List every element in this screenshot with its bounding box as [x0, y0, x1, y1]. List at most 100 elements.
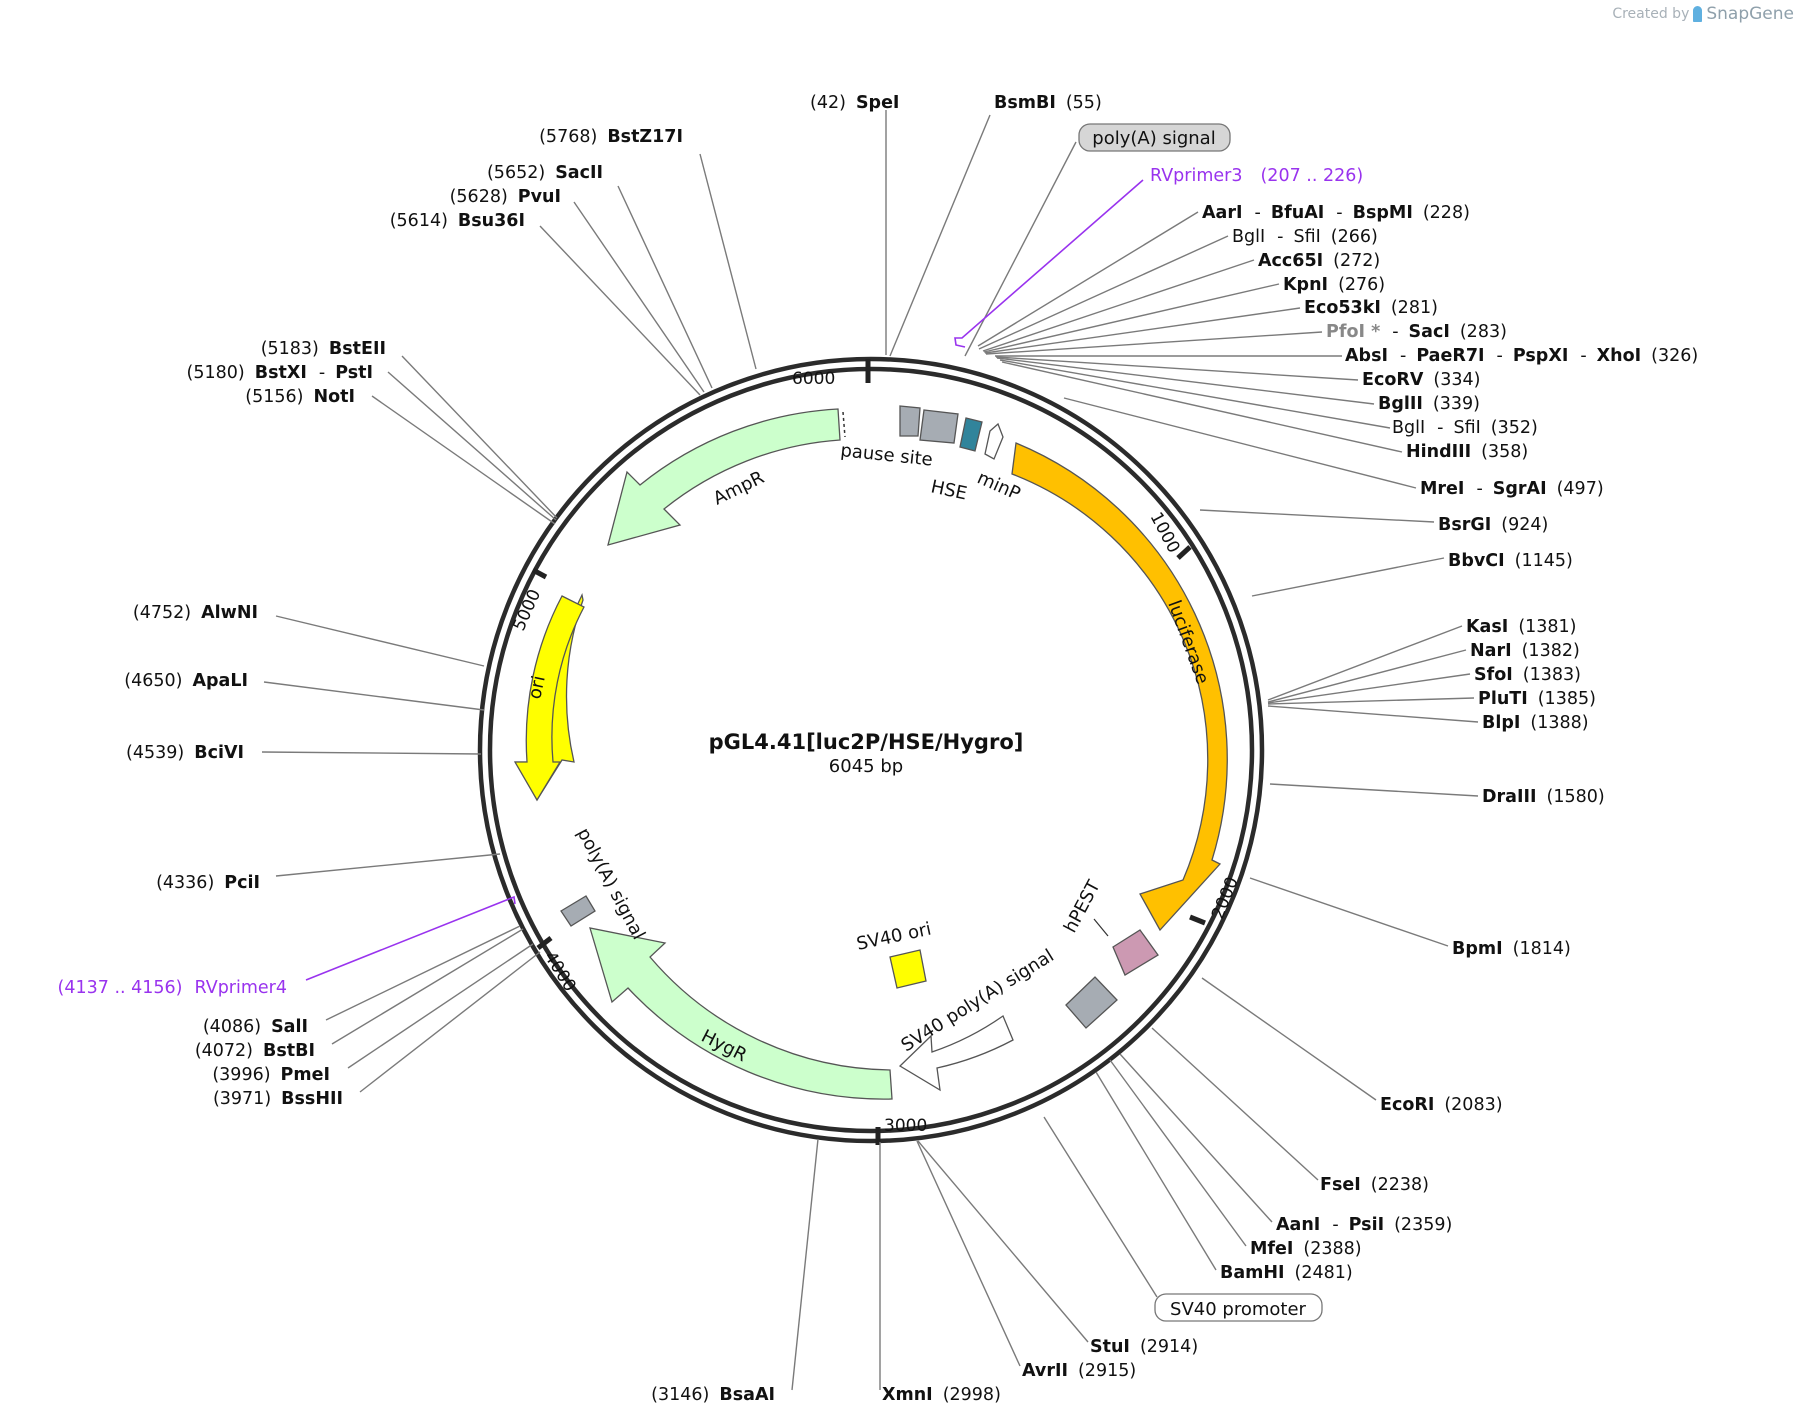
feature-hygr[interactable]: [589, 927, 893, 1100]
feature-minp[interactable]: [984, 422, 1004, 460]
site-ecori-part-1: (2083): [1444, 1095, 1502, 1115]
site-fsei-part-0: FseI: [1320, 1175, 1361, 1195]
site-line-kpni: [983, 283, 1280, 353]
primer-rvprimer3[interactable]: RVprimer3(207 .. 226): [1150, 166, 1363, 186]
site-absi-part-1: -: [1400, 346, 1406, 366]
site-aari-part-3: -: [1336, 203, 1342, 223]
feature-label-ori: ori: [524, 674, 549, 701]
site-acc65i-part-0: Acc65I: [1258, 251, 1323, 271]
site-line-bamhi: [1095, 1071, 1217, 1271]
site-label-sali[interactable]: (4086)SalI: [203, 1017, 308, 1037]
site-label-bsu36i[interactable]: (5614)Bsu36I: [390, 211, 525, 231]
plasmid-title: pGL4.41[luc2P/HSE/Hygro] 6045 bp: [709, 730, 1024, 777]
feature-gray-box-sv40[interactable]: [1065, 976, 1118, 1029]
site-pcii-part-1: PciI: [224, 873, 260, 893]
site-label-bstbi[interactable]: (4072)BstBI: [195, 1041, 315, 1061]
site-bpmi-part-1: (1814): [1513, 939, 1571, 959]
site-label-noti[interactable]: (5156)NotI: [245, 387, 355, 407]
feature-ori-body[interactable]: [513, 595, 585, 802]
site-kasi-part-0: KasI: [1466, 617, 1508, 637]
site-line-blpi: [1267, 705, 1479, 723]
site-line-bstbi: [331, 928, 524, 1045]
site-label-fsei[interactable]: FseI(2238): [1320, 1175, 1429, 1195]
feature-hpest[interactable]: [1112, 929, 1159, 976]
feature-luciferase[interactable]: [1011, 442, 1228, 932]
feature-polya-box[interactable]: [560, 895, 596, 927]
site-line-bstz17i: [699, 153, 757, 370]
site-label-aari[interactable]: AarI-BfuAI-BspMI(228): [1202, 203, 1470, 223]
site-line-avrii: [916, 1140, 1021, 1367]
site-label-absi[interactable]: AbsI-PaeR7I-PspXI-XhoI(326): [1345, 346, 1698, 366]
site-label-pvui[interactable]: (5628)PvuI: [450, 187, 561, 207]
site-line-nari: [1267, 649, 1467, 703]
feature-pause-site-b[interactable]: [919, 409, 959, 444]
site-label-ecori[interactable]: EcoRI(2083): [1380, 1095, 1503, 1115]
site-pmei-part-1: PmeI: [281, 1065, 330, 1085]
site-label-mfei[interactable]: MfeI(2388): [1250, 1239, 1362, 1259]
site-xmni-part-1: (2998): [943, 1385, 1001, 1405]
feature-sv40-ori[interactable]: [889, 949, 927, 989]
site-lines: [261, 110, 1479, 1391]
site-label-nari[interactable]: NarI(1382): [1470, 641, 1580, 661]
site-label-bsmbi[interactable]: BsmBI(55): [994, 93, 1102, 113]
feature-pause-site-a[interactable]: [899, 405, 921, 437]
site-avrii-part-1: (2915): [1078, 1361, 1136, 1381]
site-sfoi-part-0: SfoI: [1474, 665, 1513, 685]
site-bsu36i-part-1: Bsu36I: [458, 211, 525, 231]
backbone: [477, 356, 1265, 1144]
site-label-bstxi[interactable]: (5180)BstXI-PstI: [187, 363, 373, 383]
primer-rvprimer4[interactable]: (4137 .. 4156)RVprimer4: [58, 978, 287, 998]
site-label-kasi[interactable]: KasI(1381): [1466, 617, 1577, 637]
site-label-bsrgi[interactable]: BsrGI(924): [1438, 515, 1548, 535]
primer-rvprimer4-name: RVprimer4: [195, 978, 287, 998]
site-label-spei[interactable]: (42)SpeI: [810, 93, 899, 113]
site-label-stui[interactable]: StuI(2914): [1090, 1337, 1198, 1357]
site-pvui-part-1: PvuI: [518, 187, 561, 207]
site-label-hindiii[interactable]: HindIII(358): [1406, 442, 1528, 462]
site-line-bglii: [996, 357, 1375, 405]
snapgene-logo-icon: [1693, 6, 1703, 22]
site-label-acc65i[interactable]: Acc65I(272): [1258, 251, 1380, 271]
site-label-bpmi[interactable]: BpmI(1814): [1452, 939, 1571, 959]
site-label-pluti[interactable]: PluTI(1385): [1478, 689, 1596, 709]
site-label-apali[interactable]: (4650)ApaLI: [124, 671, 248, 691]
site-pfoi-part-1: -: [1392, 322, 1398, 342]
site-label-blpi[interactable]: BlpI(1388): [1482, 713, 1589, 733]
site-label-bsteii[interactable]: (5183)BstEII: [261, 339, 386, 359]
site-label-kpni[interactable]: KpnI(276): [1283, 275, 1385, 295]
feature-hse[interactable]: [959, 417, 983, 452]
site-blpi-part-1: (1388): [1530, 713, 1588, 733]
site-label-alwni[interactable]: (4752)AlwNI: [133, 603, 258, 623]
site-label-pcii[interactable]: (4336)PciI: [156, 873, 260, 893]
site-label-draiii[interactable]: DraIII(1580): [1482, 787, 1605, 807]
site-ecorv-part-0: EcoRV: [1362, 370, 1424, 390]
site-label-aani[interactable]: AanI-PsiI(2359): [1276, 1215, 1452, 1235]
site-label-sacii[interactable]: (5652)SacII: [487, 163, 603, 183]
site-bgli1-part-3: (266): [1331, 227, 1378, 247]
site-label-bamhi[interactable]: BamHI(2481): [1220, 1263, 1353, 1283]
site-label-pmei[interactable]: (3996)PmeI: [212, 1065, 330, 1085]
site-bsshii-part-0: (3971): [213, 1089, 271, 1109]
site-label-ecorv[interactable]: EcoRV(334): [1362, 370, 1480, 390]
site-label-bgli1[interactable]: BglI-SfiI(266): [1232, 227, 1378, 247]
feature-ampr[interactable]: [607, 408, 841, 546]
site-line-sacii: [617, 185, 713, 389]
plasmid-length: 6045 bp: [829, 756, 903, 777]
feature-sv40-polya-signal[interactable]: [898, 1015, 1014, 1092]
site-label-avrii[interactable]: AvrII(2915): [1022, 1361, 1136, 1381]
site-label-bsshii[interactable]: (3971)BssHII: [213, 1089, 343, 1109]
site-bsmbi-part-0: BsmBI: [994, 93, 1056, 113]
site-label-mrei[interactable]: MreI-SgrAI(497): [1420, 479, 1604, 499]
site-label-bstz17i[interactable]: (5768)BstZ17I: [539, 127, 683, 147]
site-absi-part-5: -: [1580, 346, 1586, 366]
site-label-sfoi[interactable]: SfoI(1383): [1474, 665, 1581, 685]
site-label-bgli2[interactable]: BglI-SfiI(352): [1392, 418, 1538, 438]
site-label-bcivi[interactable]: (4539)BciVI: [126, 743, 244, 763]
site-label-bsaai[interactable]: (3146)BsaAI: [651, 1385, 775, 1405]
site-label-eco53ki[interactable]: Eco53kI(281): [1304, 298, 1438, 318]
site-nari-part-0: NarI: [1470, 641, 1512, 661]
site-label-xmni[interactable]: XmnI(2998): [882, 1385, 1001, 1405]
site-label-pfoi[interactable]: PfoI *-SacI(283): [1326, 322, 1507, 342]
site-label-bbvci[interactable]: BbvCI(1145): [1448, 551, 1573, 571]
site-label-bglii[interactable]: BglII(339): [1378, 394, 1480, 414]
